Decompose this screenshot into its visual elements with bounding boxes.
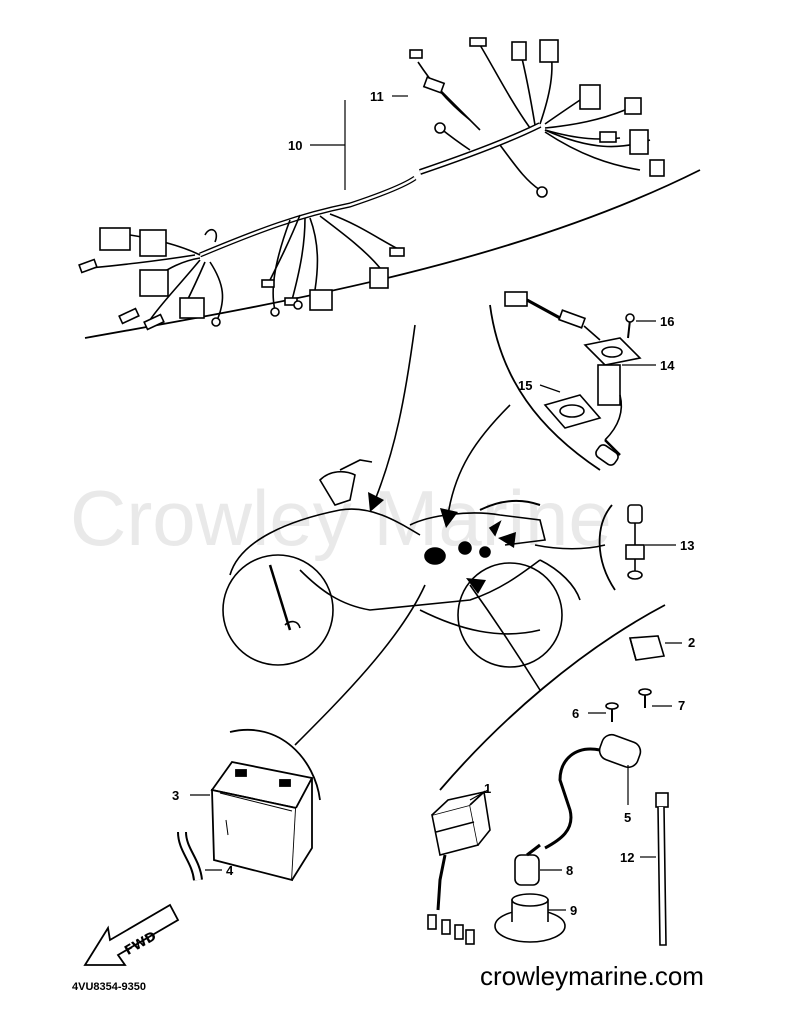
callout-4: 4 — [226, 863, 234, 878]
harness-connectors-right — [409, 37, 665, 198]
leader-lines-bottom — [294, 544, 606, 746]
harness-region-boundary — [84, 169, 701, 339]
arrow-head-fuel-sender — [440, 508, 458, 528]
callout-2: 2 — [688, 635, 695, 650]
callout-leaders — [190, 95, 682, 911]
leader-lines-top — [374, 324, 511, 516]
part-12-band — [655, 792, 669, 946]
arrow-head-harness — [368, 492, 384, 512]
callout-14: 14 — [660, 358, 675, 373]
screws — [605, 688, 652, 722]
part-5-ignition-coil — [544, 733, 642, 850]
part-8-plug-cap — [514, 843, 541, 886]
callout-8: 8 — [566, 863, 573, 878]
harness-connectors-left — [78, 227, 221, 331]
callout-5: 5 — [624, 810, 631, 825]
part-3-battery — [210, 761, 314, 882]
part-13-sensor — [625, 504, 645, 580]
callout-6: 6 — [572, 706, 579, 721]
callout-9: 9 — [570, 903, 577, 918]
callout-3: 3 — [172, 788, 179, 803]
part-code-text: 4VU8354-9350 — [72, 981, 146, 993]
fuel-sender-region-boundary — [489, 304, 601, 471]
part-4-hose — [177, 831, 203, 881]
battery-region-boundary — [229, 729, 321, 801]
callout-10: 10 — [288, 138, 302, 153]
callout-13: 13 — [680, 538, 694, 553]
fwd-arrow: FWD — [83, 903, 180, 966]
scooter-illustration — [222, 459, 581, 668]
callout-16: 16 — [660, 314, 674, 329]
callout-15: 15 — [518, 378, 532, 393]
callout-12: 12 — [620, 850, 634, 865]
arrow-head-sensor — [498, 532, 516, 548]
part-2-relay — [628, 635, 666, 661]
sensor-region-boundary — [598, 504, 616, 591]
wire-harness-group — [84, 44, 701, 339]
callout-1: 1 — [484, 781, 491, 796]
arrow-head-ignition — [466, 578, 486, 594]
callout-11: 11 — [370, 89, 384, 104]
harness-connectors-middle — [261, 247, 405, 317]
part-1-cdi-unit — [427, 790, 491, 945]
fuel-sender-group — [489, 291, 642, 471]
part-9-cover — [494, 893, 566, 943]
website-text: crowleymarine.com — [480, 961, 704, 991]
lower-region-boundary — [439, 604, 666, 791]
callout-7: 7 — [678, 698, 685, 713]
